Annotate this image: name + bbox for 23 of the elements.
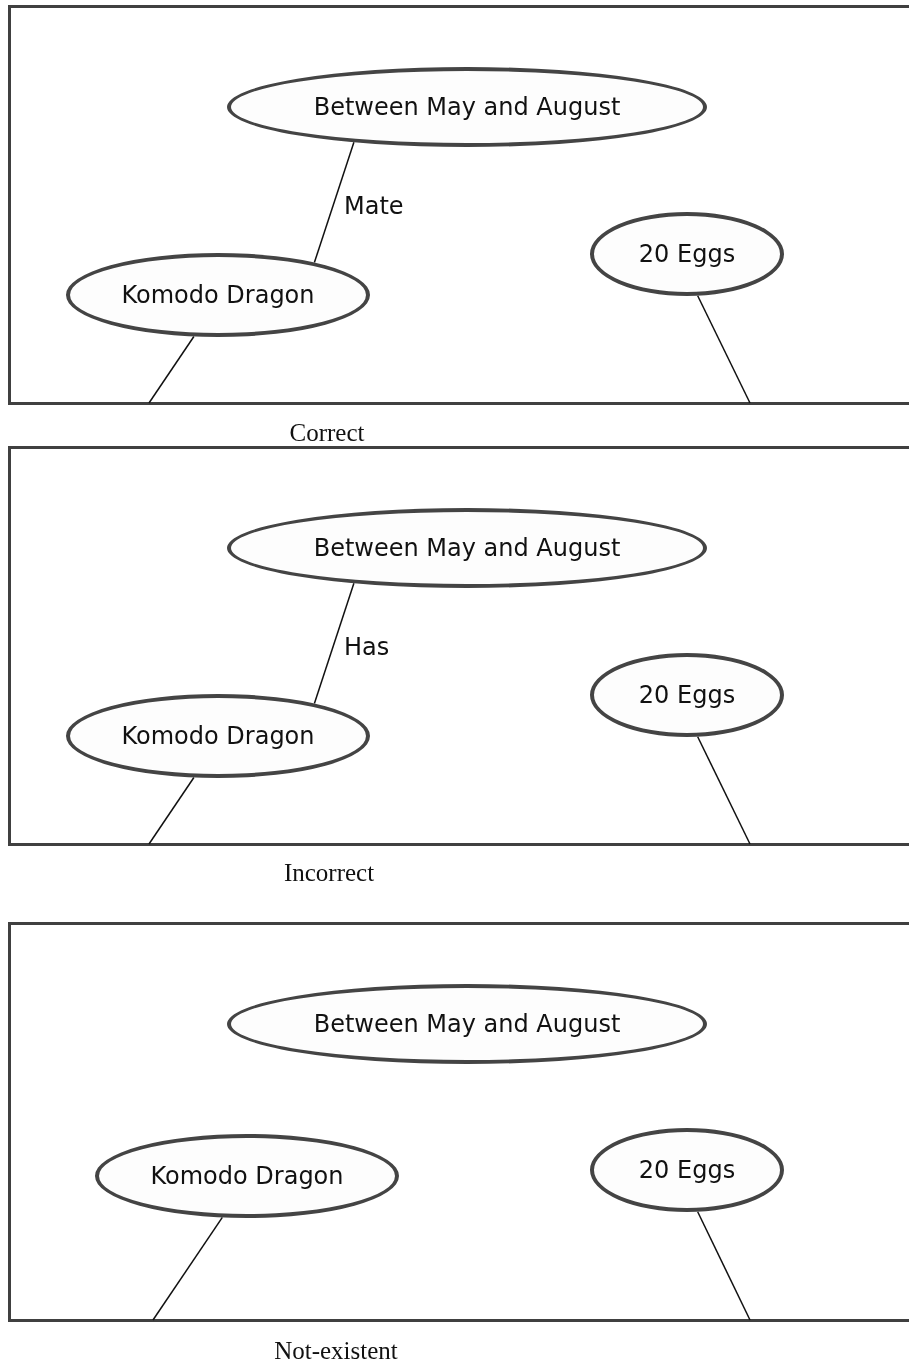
connector-line: [152, 1216, 224, 1321]
connector-line: [696, 1211, 751, 1321]
connector-line: [313, 582, 355, 705]
node-label: Between May and August: [313, 1010, 621, 1038]
connector-line: [148, 335, 195, 404]
panel-frame: [8, 922, 909, 1322]
panel-frame: [8, 5, 909, 405]
panel-label: Not-existent: [274, 1337, 398, 1365]
node-label: 20 Eggs: [638, 681, 736, 709]
panel-label: Correct: [289, 419, 365, 447]
connector-line: [696, 736, 751, 845]
connector-line: [148, 776, 195, 845]
node-label: Komodo Dragon: [121, 722, 315, 750]
node-label: 20 Eggs: [638, 240, 736, 268]
node-label: Komodo Dragon: [150, 1162, 344, 1190]
node-label: Komodo Dragon: [121, 281, 315, 309]
panel-label: Incorrect: [283, 859, 375, 887]
connector-line: [696, 295, 751, 404]
node-label: Between May and August: [313, 534, 621, 562]
connector-line: [313, 141, 355, 264]
node-label: 20 Eggs: [638, 1156, 736, 1184]
node-label: Between May and August: [313, 93, 621, 121]
panel-frame: [8, 446, 909, 846]
